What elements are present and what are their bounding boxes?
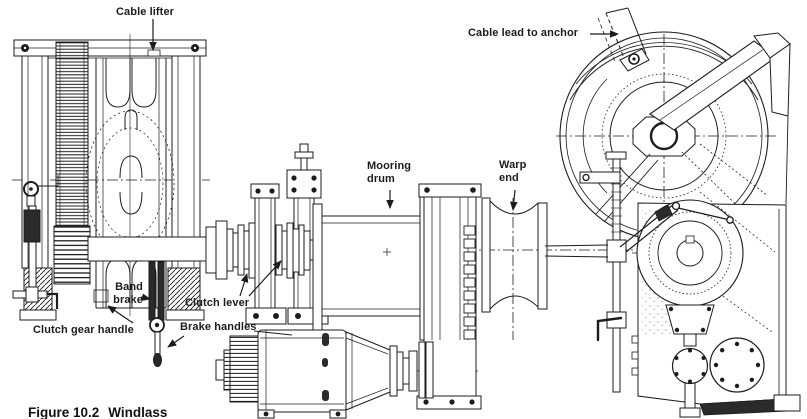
chain-pipe: [597, 7, 650, 72]
gear-covers: [636, 199, 765, 418]
pinion-gear: [53, 225, 91, 285]
label-brake-handles: Brake handles: [180, 321, 257, 333]
label-band-brake: Band brake: [113, 281, 143, 306]
band-brake-band: [148, 261, 165, 367]
clutch-gear-rod: [12, 175, 59, 309]
motor-coupling: [402, 341, 434, 399]
windlass-end-view: [544, 7, 801, 418]
label-mooring-drum: Mooring drum: [367, 160, 412, 185]
drive-motor: [215, 329, 434, 419]
main-shaft: [87, 236, 207, 262]
brake-linkage: [544, 171, 734, 258]
figure-number: Figure 10.2: [28, 405, 100, 419]
label-clutch-lever: Clutch lever: [185, 297, 250, 309]
label-warp-end: Warp end: [499, 159, 527, 184]
leader-arrows: [107, 19, 619, 348]
clutch-couplings: [205, 220, 325, 280]
label-clutch-gear-handle: Clutch gear handle: [33, 324, 134, 336]
main-gear: [55, 41, 89, 227]
label-cable-lifter: Cable lifter: [116, 6, 175, 18]
cable-guard: [649, 32, 791, 205]
cable-lifter-assembly: [12, 34, 207, 367]
figure-caption: Figure 10.2 Windlass: [28, 405, 167, 419]
warp-end-drum: [481, 197, 548, 313]
figure-title: Windlass: [108, 405, 168, 419]
mooring-drum: [312, 193, 437, 341]
label-cable-lead-to-anchor: Cable lead to anchor: [468, 27, 579, 39]
